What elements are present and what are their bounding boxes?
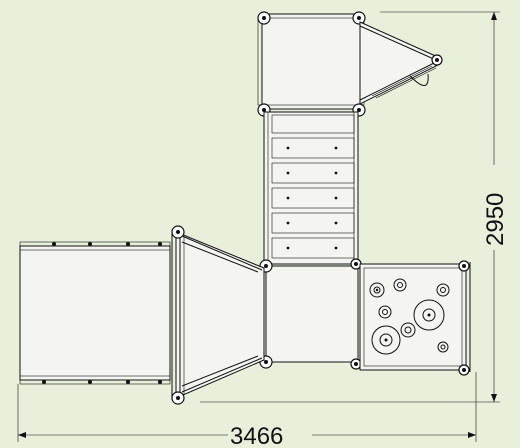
post-panel-bottom-right — [458, 364, 470, 376]
dimension-height — [200, 11, 500, 403]
post-top-left — [257, 11, 271, 25]
bridge-section — [19, 241, 171, 385]
slide-top-right — [359, 21, 443, 105]
post-panel-top-right — [458, 260, 470, 272]
post-top-right — [352, 11, 366, 25]
post-center-right-top — [350, 258, 362, 270]
post-ramp-top — [171, 225, 185, 239]
post-ramp-bottom — [171, 391, 185, 405]
wheel-medium-1 — [400, 322, 416, 338]
wheel-small-2 — [393, 278, 407, 292]
ramp-section — [171, 230, 265, 400]
wheel-small-1 — [369, 282, 385, 298]
center-deck — [265, 265, 359, 363]
top-tower-deck — [257, 13, 365, 110]
wheel-large-2 — [371, 325, 401, 355]
wheel-small-4 — [436, 283, 450, 297]
wheel-small-3 — [378, 305, 392, 319]
activity-panel — [359, 262, 471, 372]
wheel-large-1 — [413, 299, 445, 331]
width-dimension-label: 3466 — [230, 423, 283, 448]
height-dimension-label: 2950 — [482, 193, 509, 246]
ladder-section — [263, 111, 359, 265]
wheel-small-5 — [437, 341, 449, 353]
dimension-width — [17, 372, 477, 442]
